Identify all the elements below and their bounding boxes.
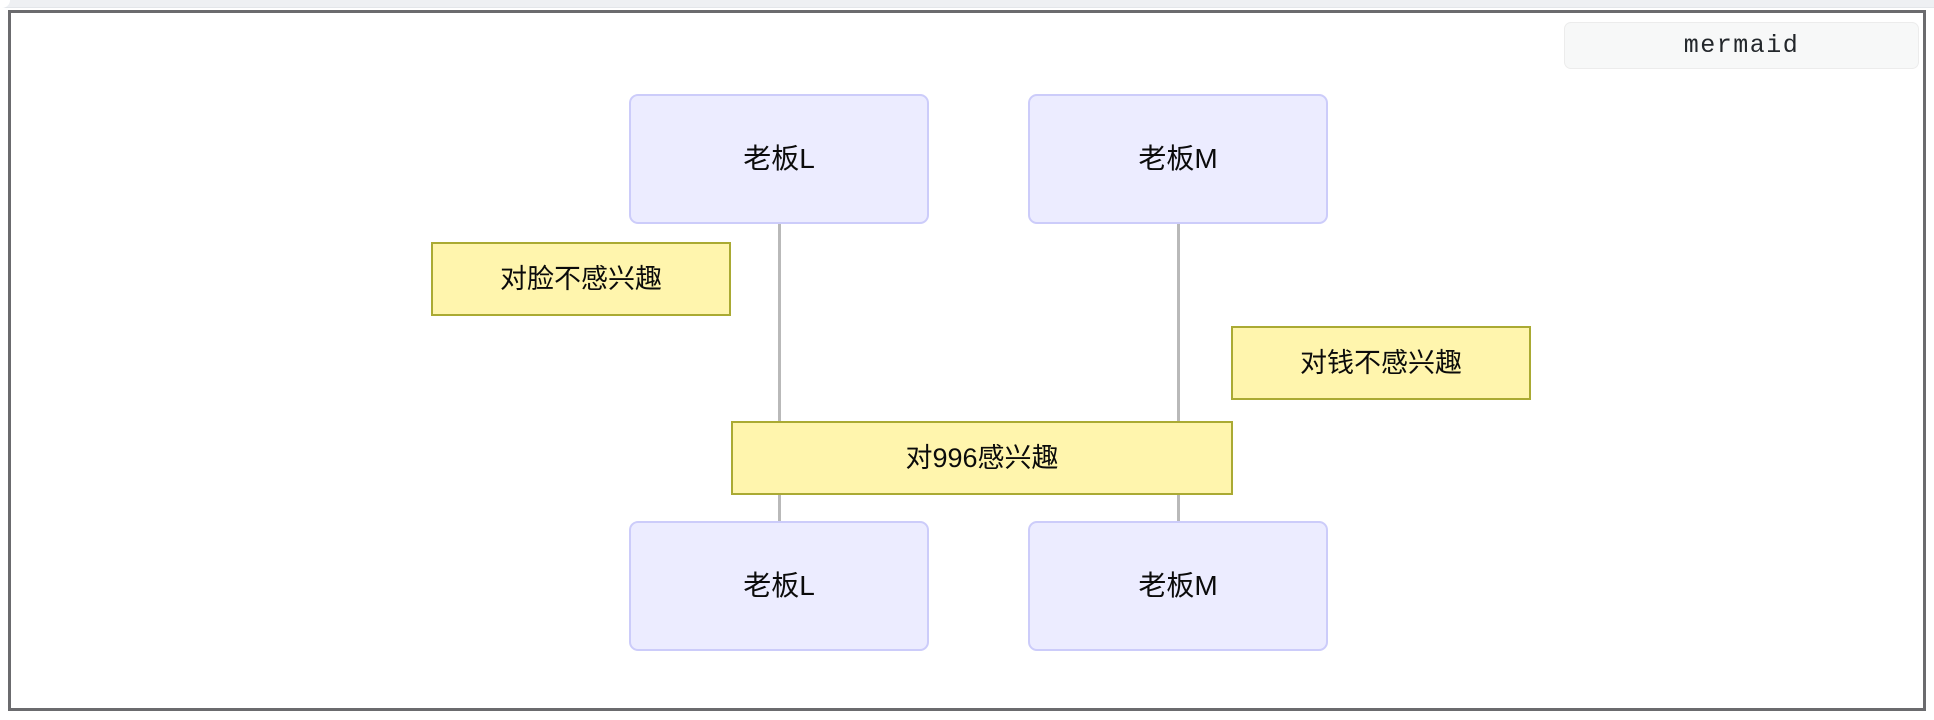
actor-box-top-right[interactable]: 老板M [1028, 94, 1328, 224]
mermaid-diagram-frame: mermaid 老板L 老板M 老板L 老板M 对脸不感兴趣 对钱不感兴趣 对9… [8, 10, 1926, 711]
note-label-left: 对脸不感兴趣 [500, 263, 662, 294]
note-box-center[interactable]: 对996感兴趣 [731, 421, 1233, 495]
mermaid-badge[interactable]: mermaid [1564, 22, 1919, 69]
actor-box-bottom-left[interactable]: 老板L [629, 521, 929, 651]
actor-label-top-right: 老板M [1138, 143, 1218, 174]
note-label-right: 对钱不感兴趣 [1300, 347, 1462, 378]
lifeline-left [778, 224, 781, 521]
actor-box-top-left[interactable]: 老板L [629, 94, 929, 224]
actor-box-bottom-right[interactable]: 老板M [1028, 521, 1328, 651]
page-top-edge [0, 0, 1934, 8]
actor-label-bottom-right: 老板M [1138, 570, 1218, 601]
note-box-left[interactable]: 对脸不感兴趣 [431, 242, 731, 316]
note-label-center: 对996感兴趣 [905, 442, 1059, 473]
actor-label-bottom-left: 老板L [743, 570, 815, 601]
note-box-right[interactable]: 对钱不感兴趣 [1231, 326, 1531, 400]
actor-label-top-left: 老板L [743, 143, 815, 174]
mermaid-badge-label: mermaid [1683, 31, 1800, 60]
lifeline-right [1177, 224, 1180, 521]
